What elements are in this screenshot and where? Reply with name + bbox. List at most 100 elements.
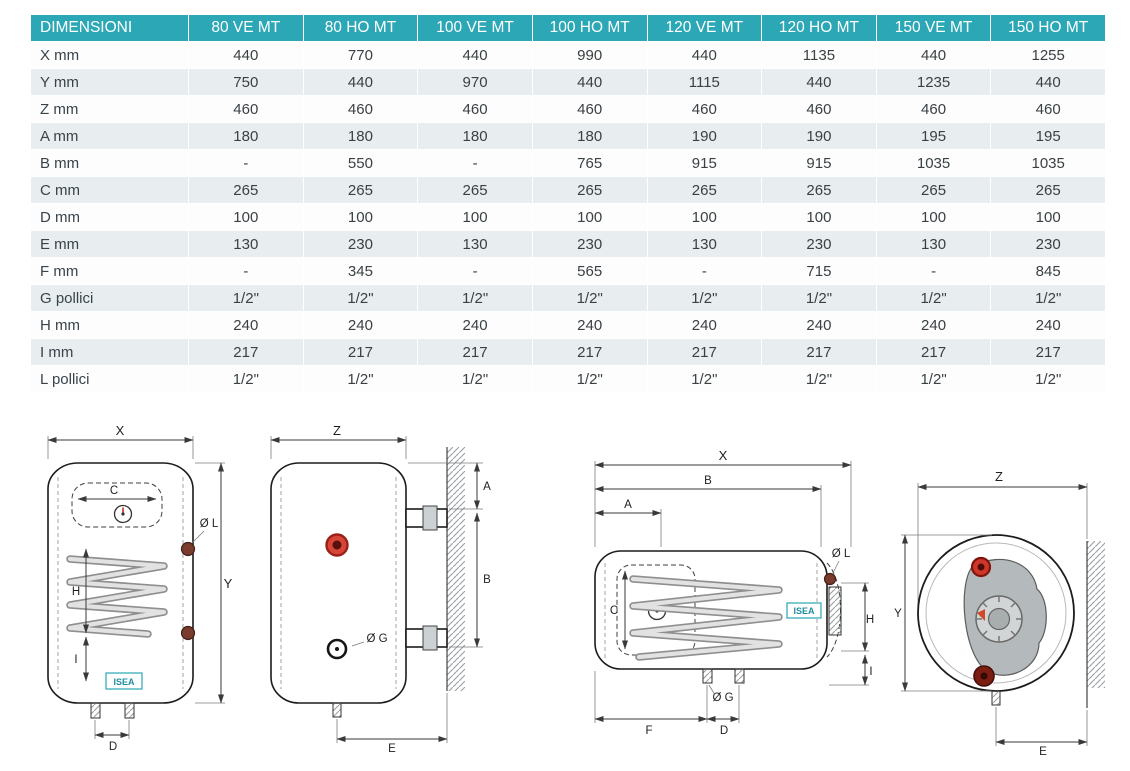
dimension-value-cell: 240 [188,311,304,339]
header-120-ho-mt: 120 HO MT [761,14,877,42]
coil-connection-lower [180,625,196,641]
dimension-value-cell: 265 [646,176,763,204]
dim-b: B [449,512,491,648]
wall [446,447,465,691]
dimension-value-cell: 265 [761,176,877,204]
header-150-ho-mt: 150 HO MT [990,14,1106,42]
thermostat-knob [975,595,1023,643]
dimension-value-cell: 100 [875,203,992,231]
dimension-value-cell: 1/2" [875,365,992,393]
dimension-value-cell: 345 [302,257,419,285]
dimension-value-cell: 460 [531,95,648,123]
wall-brackets [405,505,448,651]
dimension-value-cell: 915 [761,149,877,177]
dimension-value-cell: 265 [531,176,648,204]
dimension-value-cell: 1/2" [417,365,533,393]
dimension-value-cell: 1235 [875,68,992,96]
dimension-value-cell: 770 [302,41,419,69]
dimension-value-cell: 460 [646,95,763,123]
dim-label-og: Ø G [366,633,387,645]
dimension-value-cell: 1/2" [417,284,533,312]
dim-og: Ø G [708,684,734,704]
dimension-value-cell: 265 [302,176,419,204]
dimension-value-cell: 1135 [761,41,877,69]
tank-end-inner-ring [925,542,1067,684]
dimension-value-cell: 240 [761,311,877,339]
dim-label-e: E [1039,746,1047,758]
dimension-value-cell: 217 [417,338,533,366]
dimension-value-cell: 230 [302,230,419,258]
dimension-value-cell: 265 [417,176,533,204]
upper-red-connection [970,556,992,578]
dim-label-a: A [483,481,491,493]
header-80-ho-mt: 80 HO MT [302,14,419,42]
dim-label-a: A [624,499,632,511]
dim-label-f: F [645,725,652,737]
dimension-value-cell: 460 [188,95,304,123]
dimension-value-cell: 217 [761,338,877,366]
dimension-value-cell: 1/2" [646,284,763,312]
dimension-value-cell: 190 [761,122,877,150]
dimension-value-cell: 845 [990,257,1106,285]
dimension-value-cell: 1/2" [761,365,877,393]
dimension-row-label: X mm [30,41,189,69]
coil-connection-upper [823,572,837,586]
dimension-row-label: L pollici [30,365,189,393]
dimension-value-cell: 1/2" [302,284,419,312]
dim-ol: Ø L [832,548,851,574]
dim-a: A [408,462,491,510]
dimension-value-cell: 195 [875,122,992,150]
dimension-value-cell: 100 [417,203,533,231]
dimension-value-cell: 230 [531,230,648,258]
dim-b: B [594,475,822,547]
dimension-value-cell: 440 [646,41,763,69]
dimension-row-label: E mm [30,230,189,258]
dim-label-x: X [719,451,728,463]
dimension-value-cell: 1/2" [188,365,304,393]
table-header-row: DIMENSIONI 80 VE MT 80 HO MT 100 VE MT 1… [30,14,1106,42]
dimension-row-label: Z mm [30,95,189,123]
isea-logo: ISEA [105,672,143,690]
dimension-value-cell: 230 [990,230,1106,258]
dimension-value-cell: 130 [875,230,992,258]
dimension-value-cell: 240 [302,311,419,339]
dimension-value-cell: 750 [188,68,304,96]
dim-h: H [841,582,874,652]
dim-i: I [74,636,89,682]
dim-ol: Ø L [191,518,219,544]
dim-og: Ø G [351,633,388,647]
dimension-value-cell: 1035 [990,149,1106,177]
dim-label-b: B [483,574,491,586]
dim-c: C [610,570,628,650]
dimension-value-cell: - [646,257,763,285]
dimension-row-label: H mm [30,311,189,339]
dimension-value-cell: 240 [531,311,648,339]
dim-z: Z [270,423,407,459]
dim-label-ol: Ø L [832,548,851,560]
dim-x: X [47,423,194,459]
knob-indicator [977,609,985,621]
dimension-row-label: D mm [30,203,189,231]
header-100-ve-mt: 100 VE MT [417,14,533,42]
dimensions-table-section: DIMENSIONI 80 VE MT 80 HO MT 100 VE MT 1… [30,14,1106,393]
gas-connection [326,638,348,660]
dimensions-table: DIMENSIONI 80 VE MT 80 HO MT 100 VE MT 1… [30,14,1106,393]
dimension-value-cell: 1/2" [646,365,763,393]
dimension-value-cell: 460 [990,95,1106,123]
dimension-value-cell: 217 [646,338,763,366]
dimension-value-cell: 100 [761,203,877,231]
dim-label-h: H [72,586,80,598]
dimension-value-cell: 130 [646,230,763,258]
dimension-value-cell: - [417,257,533,285]
dimension-value-cell: 990 [531,41,648,69]
dim-y: Y [195,462,233,704]
dim-d: D [94,720,130,753]
dimension-value-cell: 1115 [646,68,763,96]
bottom-pipes [90,702,135,719]
